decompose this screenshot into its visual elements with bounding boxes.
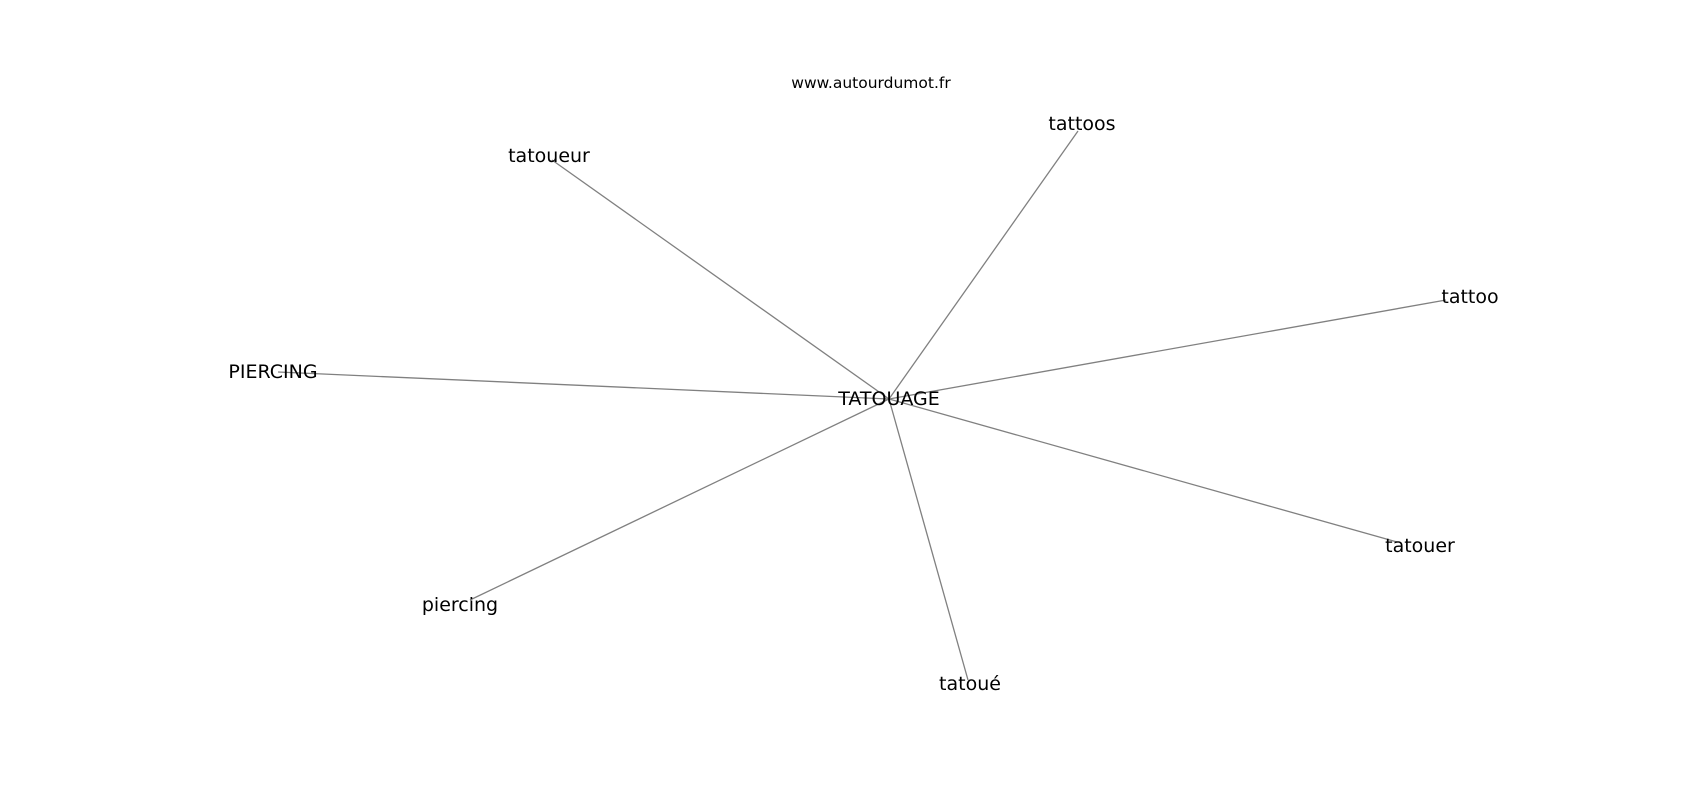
edge-tatouage-tatoue [888,398,969,681]
node-tatouage[interactable]: TATOUAGE [837,388,940,410]
node-tatoueur[interactable]: tatoueur [508,145,590,167]
edge-tatouage-tattoos [888,130,1079,400]
node-piercing[interactable]: PIERCING [228,361,317,383]
node-piercing[interactable]: piercing [422,594,498,616]
node-tatoue[interactable]: tatoué [939,673,1001,695]
edge-tatouage-piercing [277,371,890,400]
edge-tatouage-tatouer [888,398,1398,543]
watermark-text: www.autourdumot.fr [791,74,951,92]
edge-tatouage-tattoo [888,299,1447,400]
edge-tatouage-piercing [469,398,890,601]
edge-tatouage-tatoueur [551,159,890,400]
node-tattoos[interactable]: tattoos [1048,113,1115,135]
node-tattoo[interactable]: tattoo [1441,286,1498,308]
edges-layer [277,130,1447,681]
node-tatouer[interactable]: tatouer [1385,535,1455,557]
